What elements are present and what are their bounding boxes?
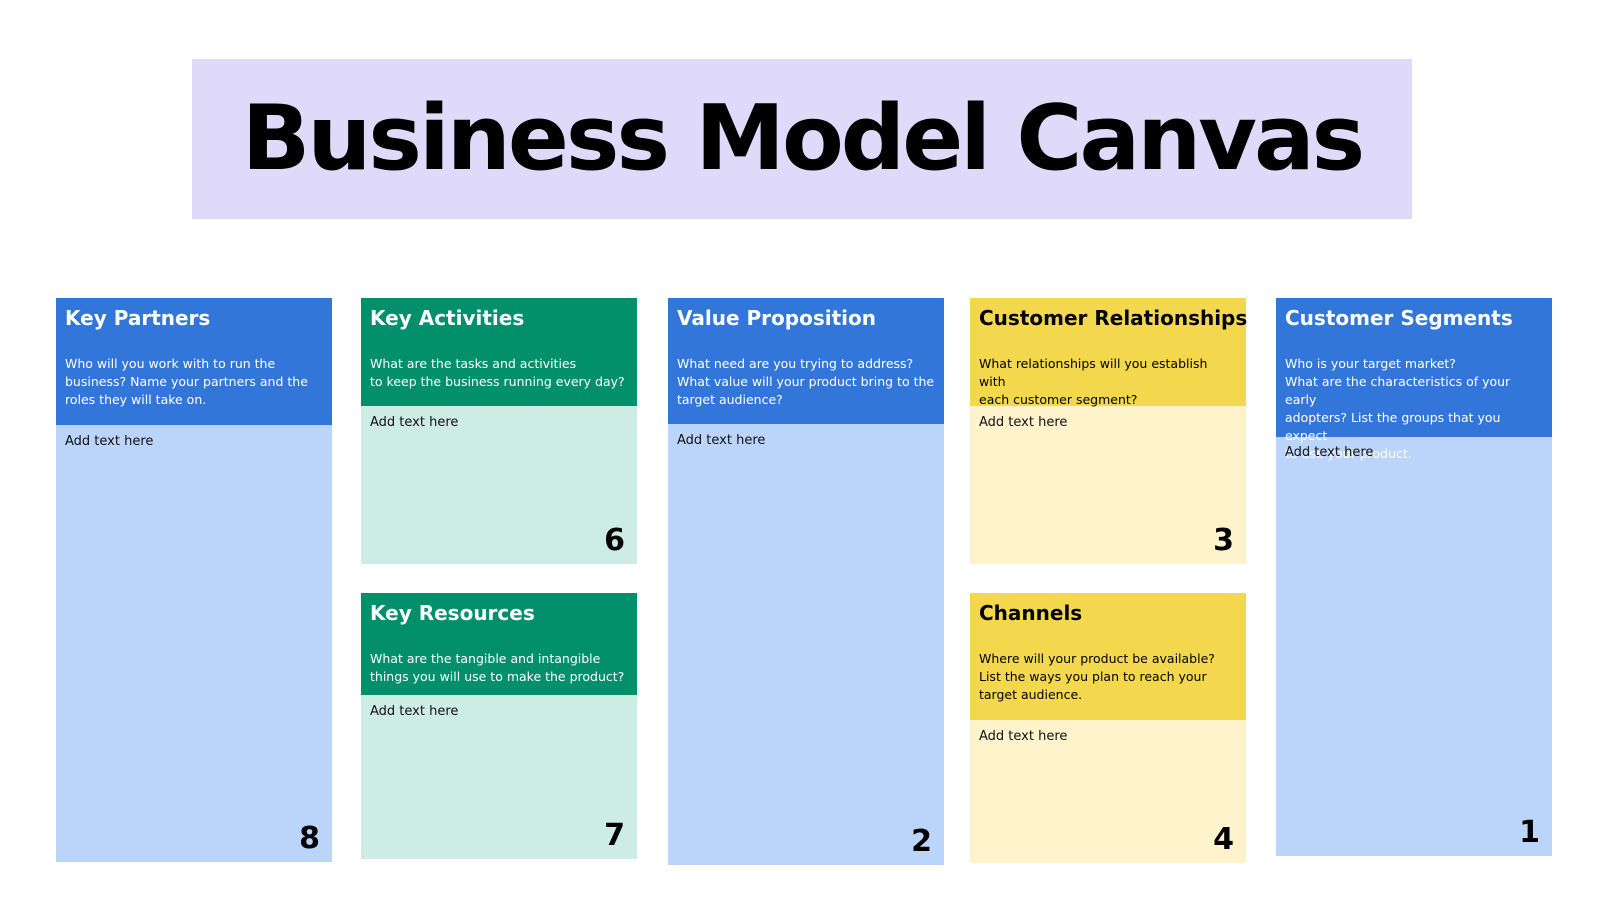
value-proposition-title: Value Proposition	[677, 306, 876, 330]
channels-title: Channels	[979, 601, 1083, 625]
key-partners-card[interactable]: Key Partners Who will you work with to r…	[56, 298, 332, 862]
value-proposition-header: Value Proposition What need are you tryi…	[668, 298, 944, 424]
customer-segments-number: 1	[1519, 815, 1540, 850]
key-partners-number: 8	[299, 821, 320, 856]
customer-relationships-card[interactable]: Customer Relationships What relationship…	[970, 298, 1248, 564]
value-proposition-card[interactable]: Value Proposition What need are you tryi…	[668, 298, 944, 865]
customer-relationships-header: Customer Relationships What relationship…	[970, 298, 1248, 407]
page-title: Business Model Canvas	[241, 86, 1366, 191]
channels-placeholder[interactable]: Add text here	[979, 729, 1068, 744]
key-activities-placeholder[interactable]: Add text here	[370, 415, 459, 430]
value-proposition-description: What need are you trying to address? Wha…	[677, 356, 935, 407]
key-partners-description: Who will you work with to run the busine…	[65, 356, 308, 407]
channels-description: Where will your product be available? Li…	[979, 651, 1215, 702]
key-resources-header: Key Resources What are the tangible and …	[361, 593, 637, 695]
customer-segments-placeholder[interactable]: Add text here	[1285, 445, 1374, 460]
key-partners-title: Key Partners	[65, 306, 211, 330]
customer-relationships-title: Customer Relationships	[979, 306, 1248, 330]
title-banner: Business Model Canvas	[192, 59, 1412, 219]
customer-relationships-number: 3	[1213, 523, 1234, 558]
channels-header: Channels Where will your product be avai…	[970, 593, 1246, 720]
customer-segments-card[interactable]: Customer Segments Who is your target mar…	[1276, 298, 1552, 856]
value-proposition-placeholder[interactable]: Add text here	[677, 433, 766, 448]
key-partners-placeholder[interactable]: Add text here	[65, 434, 154, 449]
channels-card[interactable]: Channels Where will your product be avai…	[970, 593, 1246, 863]
customer-segments-description: Who is your target market? What are the …	[1285, 356, 1511, 461]
key-resources-card[interactable]: Key Resources What are the tangible and …	[361, 593, 637, 859]
customer-relationships-placeholder[interactable]: Add text here	[979, 415, 1068, 430]
key-activities-number: 6	[604, 523, 625, 558]
key-activities-header: Key Activities What are the tasks and ac…	[361, 298, 637, 406]
channels-number: 4	[1213, 822, 1234, 857]
key-resources-description: What are the tangible and intangible thi…	[370, 651, 625, 684]
key-activities-description: What are the tasks and activities to kee…	[370, 356, 625, 389]
value-proposition-number: 2	[911, 824, 932, 859]
key-resources-number: 7	[604, 818, 625, 853]
key-resources-placeholder[interactable]: Add text here	[370, 704, 459, 719]
key-partners-header: Key Partners Who will you work with to r…	[56, 298, 332, 425]
key-resources-title: Key Resources	[370, 601, 535, 625]
key-activities-title: Key Activities	[370, 306, 525, 330]
customer-segments-title: Customer Segments	[1285, 306, 1513, 330]
customer-segments-header: Customer Segments Who is your target mar…	[1276, 298, 1552, 461]
customer-relationships-description: What relationships will you establish wi…	[979, 356, 1208, 407]
key-activities-card[interactable]: Key Activities What are the tasks and ac…	[361, 298, 637, 564]
